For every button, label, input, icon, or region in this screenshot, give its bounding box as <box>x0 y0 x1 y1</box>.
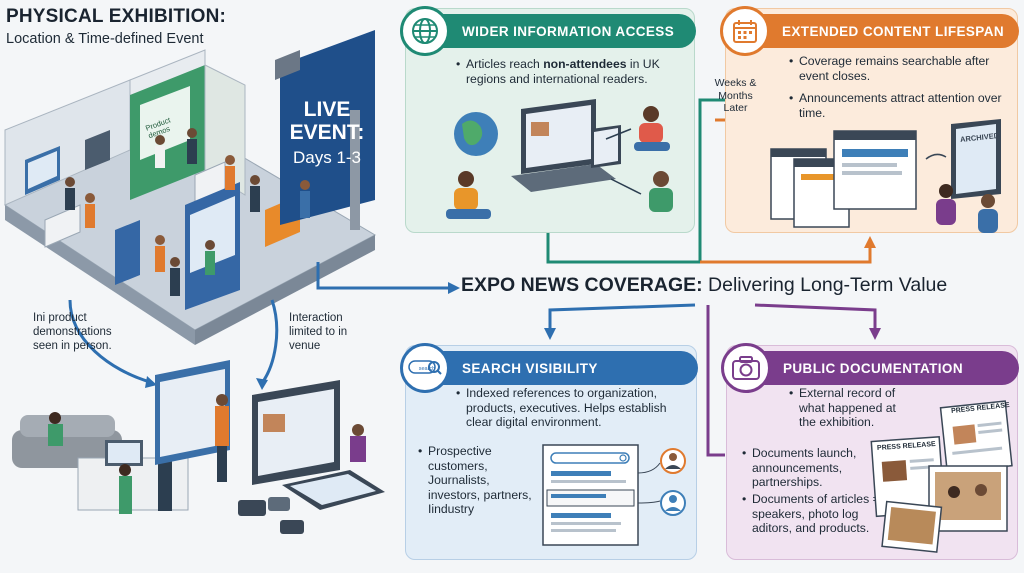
lifespan-header: EXTENDED CONTENT LIFESPAN <box>726 14 1019 48</box>
documentation-bullet-3: Documents of articles = speakers, photo … <box>742 492 880 536</box>
live-line2: EVENT: <box>289 121 365 144</box>
documentation-illustration <box>870 400 1013 553</box>
center-title-bold: EXPO NEWS COVERAGE: <box>461 274 703 296</box>
lifespan-title: EXTENDED CONTENT LIFESPAN <box>782 23 1005 39</box>
lifespan-bullet-2: Announcements attract attention over tim… <box>789 91 1011 120</box>
caption-demonstrations: Ini product demonstrations seen in perso… <box>33 312 112 352</box>
exhibition-subtitle: Location & Time-defined Event <box>6 31 204 47</box>
search-bullet-main: Indexed references to organization, prod… <box>456 386 691 430</box>
search-illustration <box>542 444 686 546</box>
camera-icon <box>721 343 771 393</box>
time-label: Weeks & Months Later <box>714 77 757 114</box>
search-icon-label: search <box>418 366 436 372</box>
search-icon <box>400 343 450 393</box>
lifespan-card: EXTENDED CONTENT LIFESPAN Coverage remai… <box>720 6 1019 233</box>
wider-access-bullet: Articles reach non-attendees in UK regio… <box>456 57 686 86</box>
documentation-bullet-2: Documents launch, announcements, partner… <box>742 446 872 490</box>
calendar-icon <box>720 6 770 56</box>
wider-access-illustration <box>446 99 673 219</box>
lifespan-illustration <box>770 119 1001 233</box>
globe-icon <box>400 6 450 56</box>
documentation-title: PUBLIC DOCUMENTATION <box>783 360 963 376</box>
wider-access-header: WIDER INFORMATION ACCESS <box>406 14 696 48</box>
exhibition-title: PHYSICAL EXHIBITION: <box>6 6 227 27</box>
lifespan-bullet-1: Coverage remains searchable after event … <box>789 54 1011 83</box>
search-bullet-audience: Prospective customers, Journalists, inve… <box>418 444 533 517</box>
documentation-header: PUBLIC DOCUMENTATION <box>727 351 1019 385</box>
center-title: EXPO NEWS COVERAGE: Delivering Long-Term… <box>461 274 947 297</box>
live-event-sign: LIVE EVENT: <box>283 98 371 144</box>
wider-access-card: WIDER INFORMATION ACCESS Articles reach … <box>400 6 696 233</box>
wider-access-title: WIDER INFORMATION ACCESS <box>462 23 675 39</box>
live-event-days: Days 1-3 <box>292 148 362 167</box>
documentation-card: PUBLIC DOCUMENTATION External record of … <box>721 343 1019 560</box>
documentation-bullet-1: External record of what happened at the … <box>789 386 914 430</box>
search-card: SEARCH VISIBILITY search Indexed referen… <box>400 343 698 560</box>
live-line1: LIVE <box>303 98 351 121</box>
search-title: SEARCH VISIBILITY <box>462 360 598 376</box>
caption-interaction: Interaction limited to in venue <box>289 312 348 352</box>
center-title-rest: Delivering Long-Term Value <box>708 274 948 296</box>
search-header: SEARCH VISIBILITY <box>406 351 698 385</box>
